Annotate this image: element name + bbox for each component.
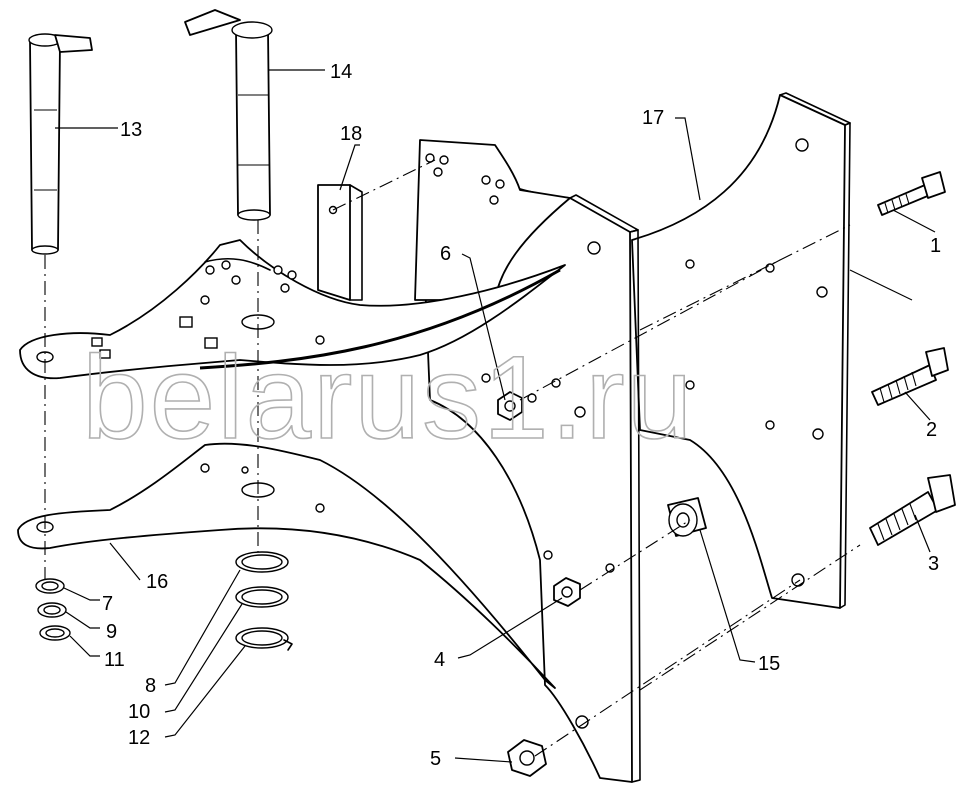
- washers-left: [35, 578, 71, 641]
- part-3-bolt: [869, 474, 956, 546]
- part-14-pin: [184, 9, 273, 221]
- callout-3: 3: [928, 553, 939, 575]
- callout-9: 9: [106, 621, 117, 643]
- callout-1: 1: [930, 235, 941, 257]
- part-17-rear-plate: [631, 92, 851, 609]
- callout-4: 4: [434, 649, 445, 671]
- part-18-bracket: [317, 184, 363, 301]
- callout-7: 7: [102, 593, 113, 615]
- part-6-nut: [497, 391, 523, 421]
- callout-6: 6: [440, 243, 451, 265]
- part-1-bolt: [877, 171, 946, 216]
- part-2-bolt: [871, 347, 949, 406]
- callout-15: 15: [758, 653, 780, 675]
- callout-labels: 1 2 3 4 5 6 7 8 9 10 11 12 13 14 15 16 1…: [102, 61, 941, 770]
- callout-5: 5: [430, 748, 441, 770]
- callout-14: 14: [330, 61, 352, 83]
- callout-16: 16: [146, 571, 168, 593]
- part-15-bushing: [667, 497, 707, 537]
- leader-lines: [55, 69, 936, 763]
- callout-11: 11: [104, 649, 125, 671]
- upper-arm: [19, 239, 566, 380]
- part-5-nut: [507, 739, 547, 777]
- axis-lines: [44, 159, 913, 757]
- callout-12: 12: [128, 727, 150, 749]
- part-16-lower-arm: [17, 442, 556, 689]
- part-13-pin: [28, 33, 93, 255]
- callout-10: 10: [128, 701, 150, 723]
- callout-8: 8: [145, 675, 156, 697]
- callout-13: 13: [120, 119, 142, 141]
- rings-right: [235, 551, 293, 651]
- watermark-text: belarus1.ru: [82, 332, 694, 464]
- callout-2: 2: [926, 419, 937, 441]
- callout-17: 17: [642, 107, 664, 129]
- callout-18: 18: [340, 123, 362, 145]
